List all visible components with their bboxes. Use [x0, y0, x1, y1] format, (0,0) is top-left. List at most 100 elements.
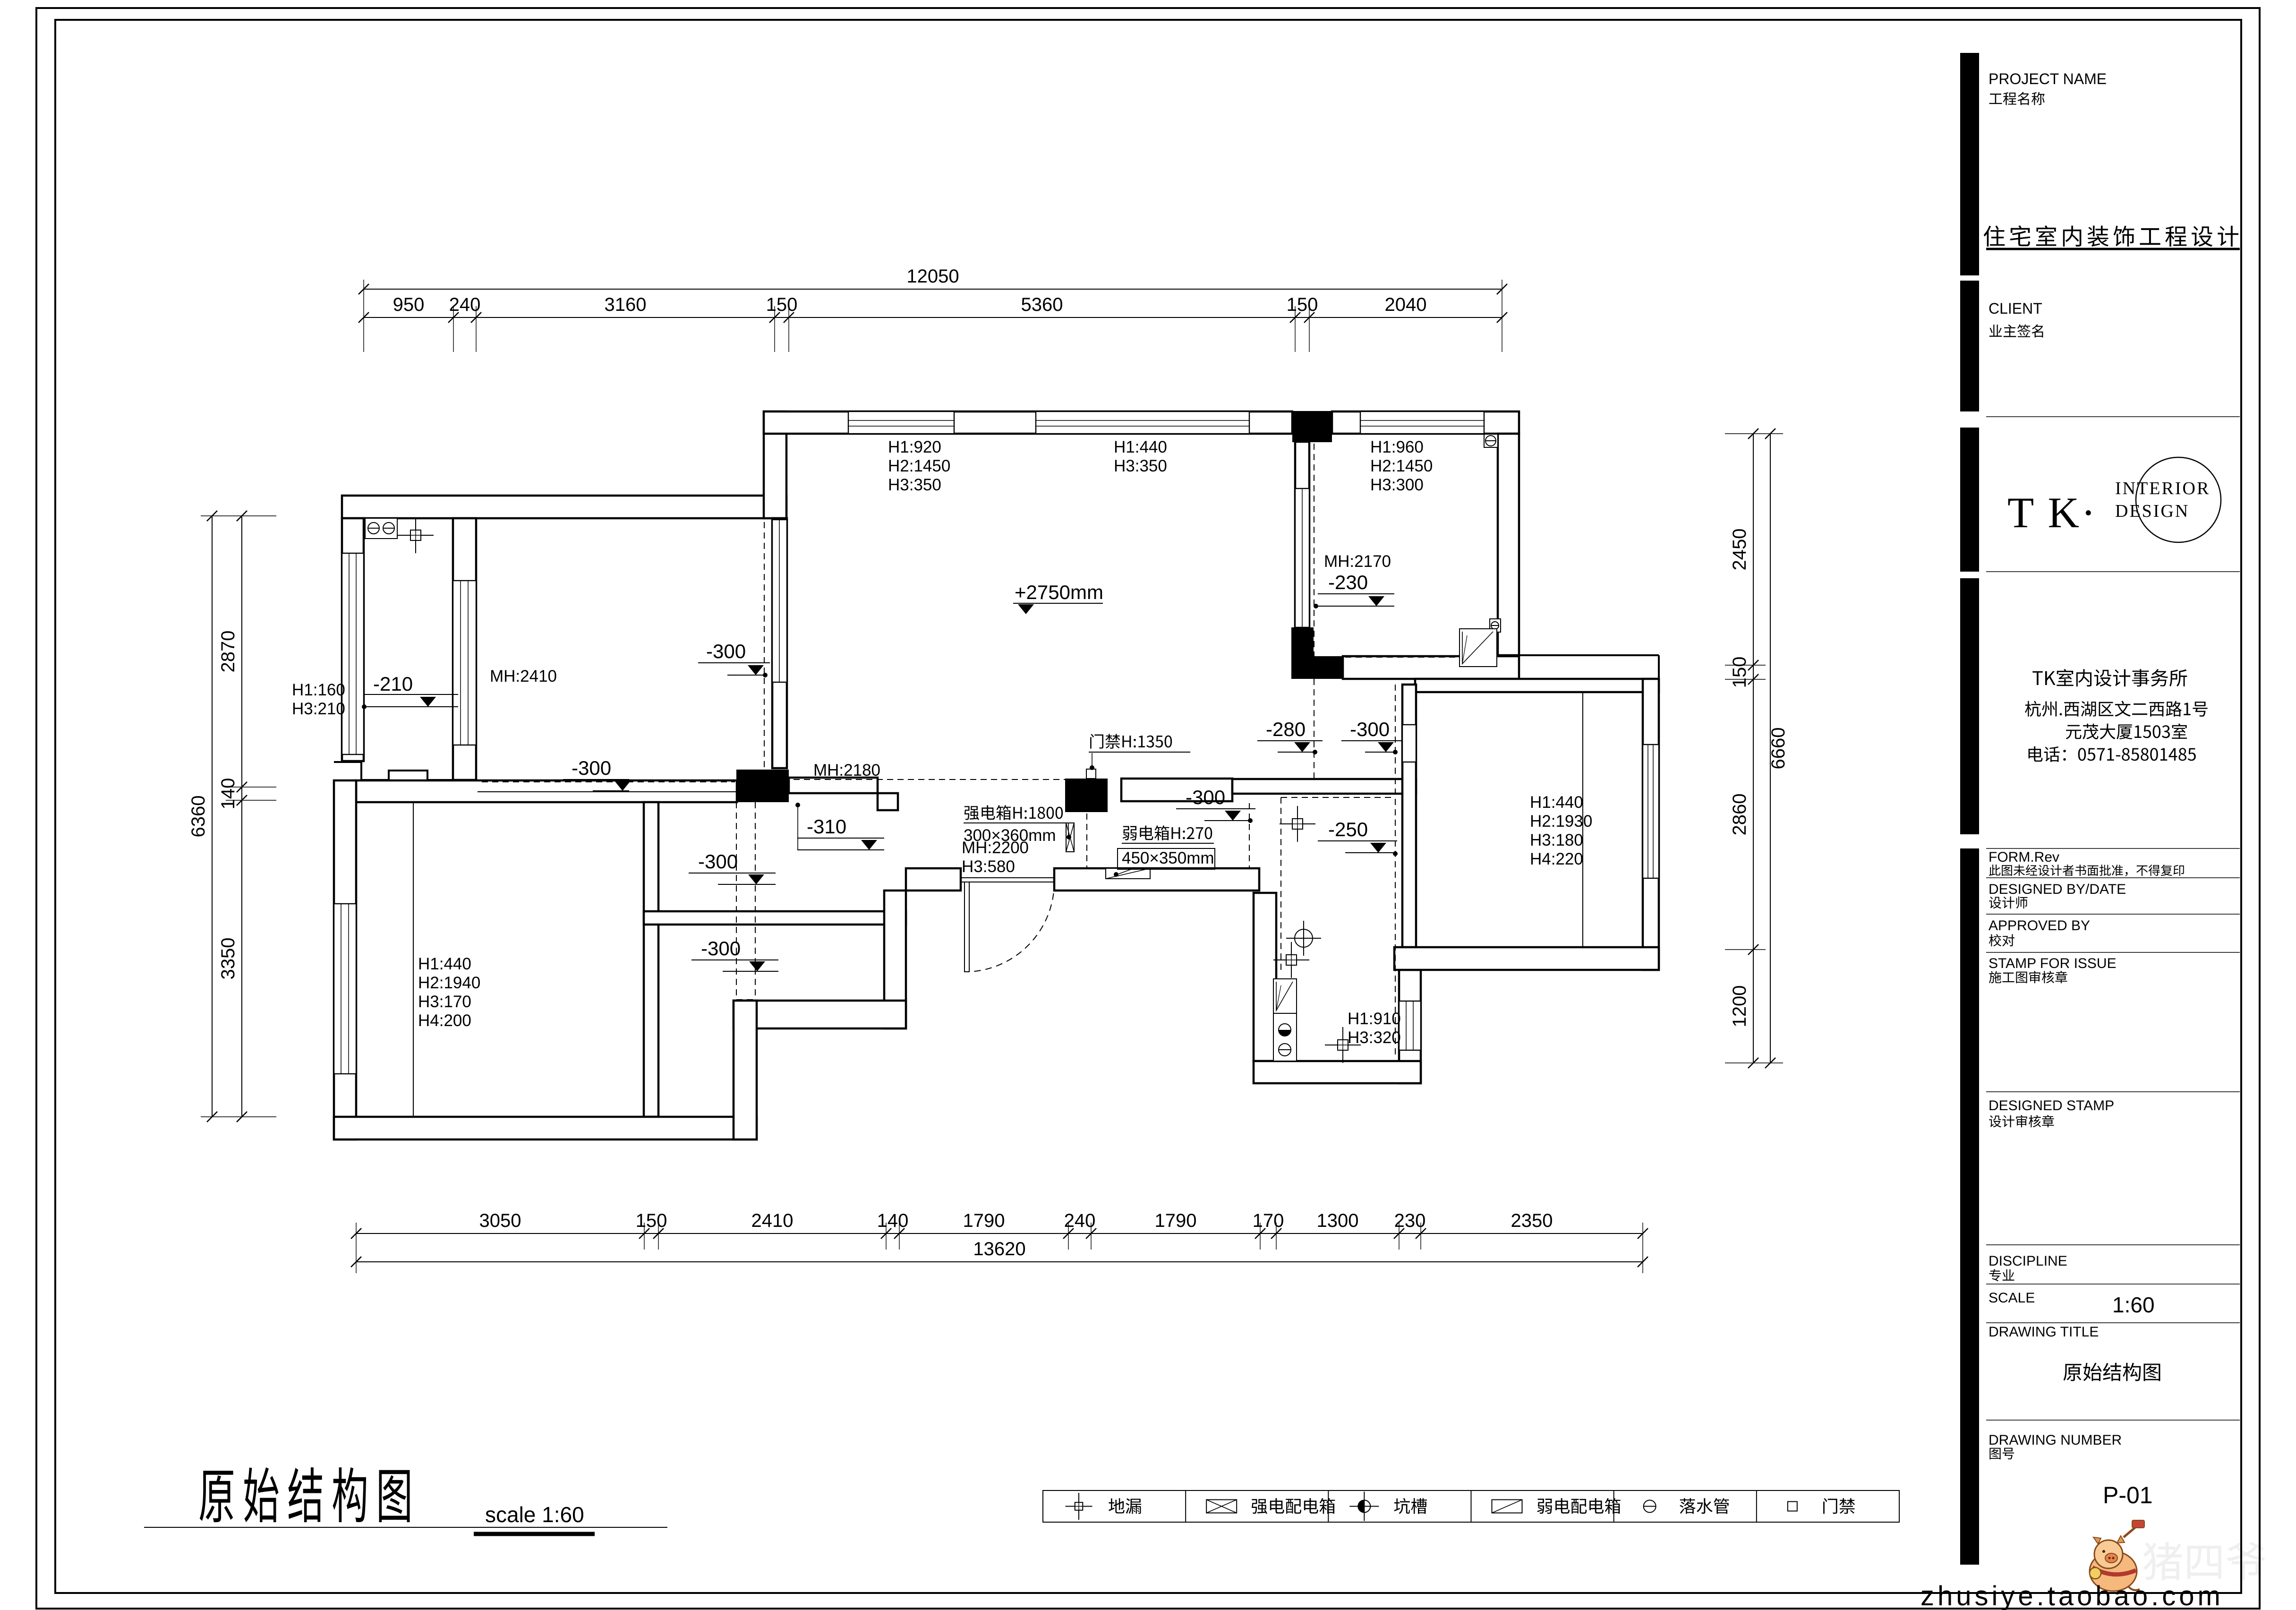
- symbol-fold-icon: [1459, 628, 1497, 667]
- cjk-text-use: [2125, 872, 2128, 876]
- cjk-text: [199, 1467, 410, 1523]
- symbol-diagbox-icon: [1491, 1499, 1523, 1514]
- cjk-text-use: [2083, 1362, 2102, 1381]
- cjk-text-use: [2002, 1115, 2014, 1128]
- cjk-text: [1989, 92, 2045, 105]
- pig-logo-circle: [2108, 1557, 2111, 1559]
- dim-value: 3050: [479, 1210, 521, 1231]
- pig-logo-circle: [2112, 1557, 2115, 1559]
- cjk-text-use: [2055, 971, 2067, 984]
- cjk-text-use: [2042, 1115, 2054, 1128]
- symbol-drain-icon: [1325, 1027, 1361, 1063]
- label-qiangdian-text-use: [996, 805, 1011, 820]
- cjk-text-use: [2173, 865, 2184, 876]
- tb-stamp-issue-cn: [1989, 971, 2067, 984]
- cjk-text-use: [2116, 755, 2121, 757]
- legend-item-pit: [1349, 1491, 1427, 1521]
- symbol-pipe_half-icon-path: [1279, 1030, 1291, 1036]
- label-master-win-text: H3:170: [418, 993, 471, 1011]
- tb-designed-stamp-cn: [1989, 1115, 2054, 1128]
- dim-value: 2450: [1729, 529, 1750, 571]
- symbol-diagbox-icon-line: [1105, 868, 1151, 879]
- dim-chain-bottom-line: [1271, 1228, 1282, 1239]
- dim-value: 950: [393, 294, 425, 315]
- label-living-win-left-text: H1:920: [888, 438, 941, 456]
- dim-chain-bottom-line: [639, 1228, 650, 1239]
- label-mh2180: MH:2180: [813, 761, 880, 779]
- label-living-win-mid-text: H1:440: [1114, 438, 1167, 456]
- cjk-text-use: [2081, 701, 2096, 717]
- label-menjin-text-use: [1090, 734, 1104, 749]
- tb-project-name-label: PROJECT NAME: [1989, 70, 2107, 87]
- label-menjin-text-use: [1134, 739, 1136, 748]
- label-balcony-win-text: H1:160: [292, 681, 345, 699]
- cjk-text-use: [2029, 971, 2040, 984]
- cjk-text: [1989, 1447, 2014, 1460]
- level-value: -210: [373, 673, 413, 695]
- label-qiangdian-text-use: [1055, 806, 1063, 819]
- tb-scale-value: 1:60: [2112, 1293, 2155, 1317]
- dim-chain-bottom-line: [1415, 1228, 1426, 1239]
- cjk-text-use: [2064, 702, 2079, 717]
- marker-250: -250: [1318, 818, 1398, 856]
- label-ruodian-polyline: [1118, 869, 1132, 874]
- label-ruodian-text-use: [1154, 825, 1169, 840]
- label-master-win-text: H4:200: [418, 1011, 471, 1030]
- pig-logo-line: [2123, 1526, 2137, 1538]
- dim-chain-left-line: [236, 781, 248, 793]
- cjk-text: [2143, 1542, 2265, 1581]
- wall-master-right: [642, 801, 660, 1118]
- pig-logo: [2089, 1520, 2145, 1592]
- dim-value: 150: [1729, 657, 1750, 688]
- cjk-text-use: [199, 1471, 233, 1523]
- dim-value: 170: [1253, 1210, 1284, 1231]
- cjk-text-use: [2132, 669, 2150, 687]
- dim-total: 6360: [188, 796, 209, 838]
- marker-300-a-path: [748, 665, 764, 675]
- dim-chain-top-line: [1304, 312, 1315, 323]
- cjk-text-use: [2097, 748, 2105, 761]
- tb-client-label: CLIENT: [1989, 300, 2042, 317]
- level-value: -300: [1350, 718, 1390, 740]
- level-value: -280: [1266, 718, 1306, 740]
- dim-chain-bottom-line: [1393, 1228, 1405, 1239]
- dim-chain-bottom-line: [894, 1228, 905, 1239]
- cjk-text-use: [2218, 225, 2239, 247]
- cjk-text: [2025, 701, 2208, 717]
- label-menjin-text-use: [1138, 736, 1145, 747]
- win-living-2-rect: [1035, 411, 1250, 435]
- cjk-text-use: [2169, 669, 2187, 687]
- label-living-win-left-text: H3:350: [888, 476, 941, 494]
- label-qiangdian-text: [964, 805, 1063, 820]
- cjk-text-use: [2113, 225, 2134, 247]
- cjk-text-use: [1989, 1447, 2001, 1460]
- tb-approved-by-cn: [1989, 934, 2014, 947]
- cjk-text-use: [2168, 748, 2177, 761]
- pig-logo-path: [2092, 1536, 2102, 1545]
- label-ruodian: [1114, 825, 1214, 877]
- symbol-pit-icon: [1349, 1491, 1379, 1521]
- cjk-text-use: [2151, 669, 2168, 687]
- dim-value: 240: [449, 294, 481, 315]
- cjk-text-use: [2160, 748, 2168, 761]
- dim-chain-bottom-line: [350, 1256, 362, 1267]
- label-mh2410-text: MH:2410: [490, 667, 557, 685]
- cjk-text-use: [2044, 746, 2060, 762]
- label-master-win-text: H1:440: [418, 955, 471, 973]
- cjk-text-use: [1989, 896, 2001, 909]
- label-menjin-text-use: [1122, 736, 1131, 747]
- tb-drawing-number-label: DRAWING NUMBER: [1989, 1432, 2122, 1448]
- wall-bath-bottom: [1252, 1060, 1422, 1085]
- cjk-text-use: [2148, 865, 2160, 876]
- symbol-pipe-icon: [1278, 1043, 1291, 1056]
- label-bedroom-e-win-text: H1:440: [1530, 793, 1583, 812]
- dim-chain-right-line: [1748, 944, 1759, 955]
- dim-chain-bottom-line: [1255, 1228, 1266, 1239]
- dim-chain-bottom-line: [1085, 1228, 1097, 1239]
- symbol-xbox-icon: [1206, 1499, 1238, 1514]
- marker-300-b-path: [615, 781, 631, 791]
- dim-chain-top-line: [769, 312, 780, 323]
